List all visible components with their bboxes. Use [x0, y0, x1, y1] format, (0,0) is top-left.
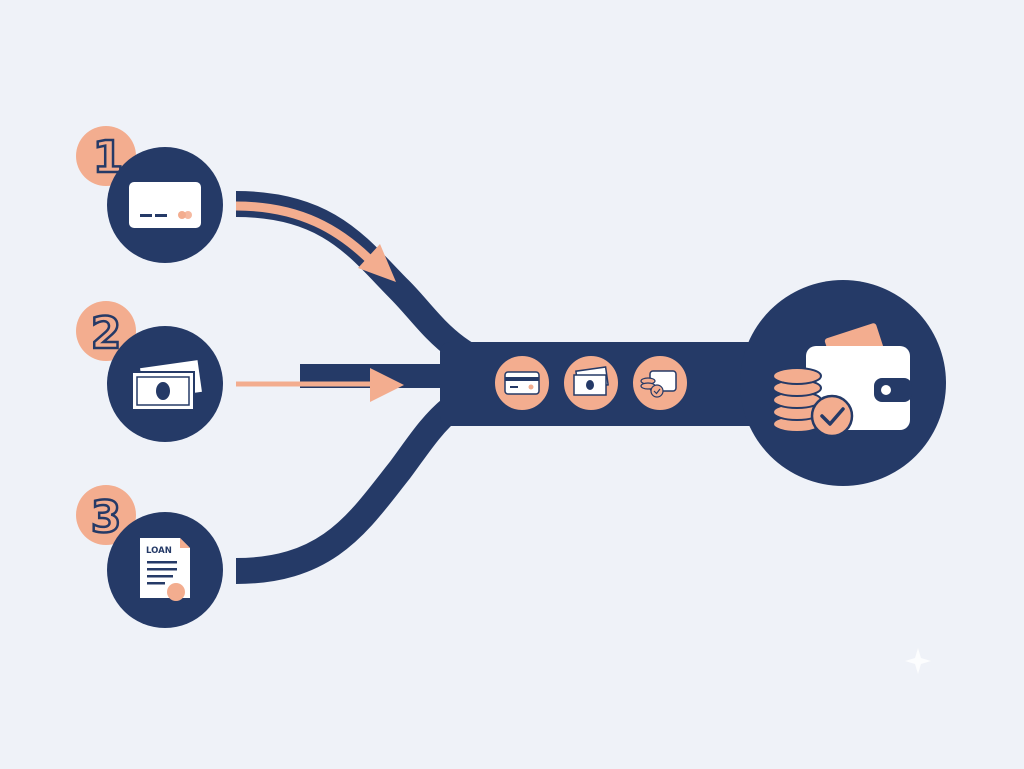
coin-stack: [772, 367, 822, 433]
cash-bills-icon: [573, 366, 609, 396]
merged-coins-wallet: [631, 354, 689, 412]
source-number: 2: [91, 308, 122, 359]
credit-card-icon: [129, 182, 201, 228]
wallet-coins-check-icon: [772, 323, 912, 438]
check-badge-icon: [810, 394, 854, 438]
cash-bills-icon: [131, 360, 202, 411]
loan-label: LOAN: [146, 546, 172, 556]
arrow-1-line: [235, 201, 376, 266]
source-2: 2: [76, 301, 223, 442]
credit-card-icon: [504, 371, 540, 395]
loan-document-icon: LOAN: [140, 538, 190, 601]
number-badge-bg: [76, 301, 136, 361]
merged-cash: [562, 354, 620, 412]
flow-arrows: [235, 201, 404, 402]
coins-wallet-icon: [640, 370, 677, 398]
destination: [740, 280, 946, 486]
merged-icons: [493, 354, 689, 412]
number-badge-bg: [76, 485, 136, 545]
source-3: 3 LOAN: [76, 485, 223, 628]
arrow-1-head: [358, 244, 396, 282]
sparkle-icon: [905, 648, 931, 674]
arrow-2-head: [370, 368, 404, 402]
source-1: 1: [76, 126, 223, 263]
source-number: 3: [91, 492, 122, 543]
merged-credit-card: [493, 354, 551, 412]
